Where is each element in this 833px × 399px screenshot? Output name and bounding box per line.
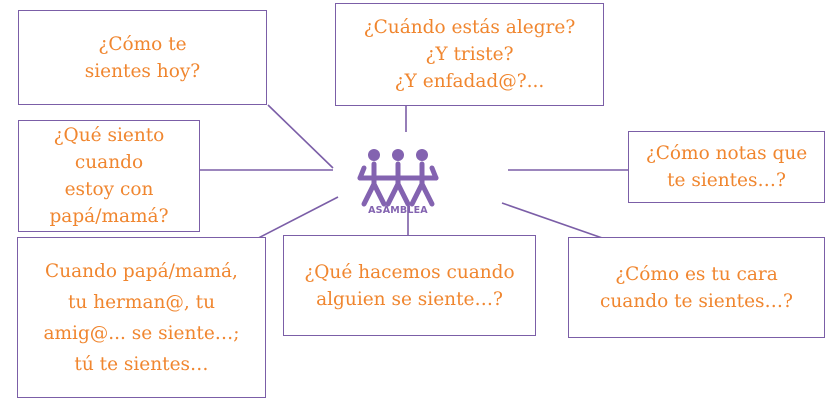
question-line: te sientes…? bbox=[667, 170, 786, 191]
question-box-how-do-you-feel: ¿Cómo te sientes hoy? bbox=[18, 10, 267, 105]
question-box-how-notice: ¿Cómo notas que te sientes…? bbox=[628, 131, 825, 203]
question-line: ¿Y triste? bbox=[425, 44, 514, 65]
question-box-when-happy: ¿Cuándo estás alegre? ¿Y triste? ¿Y enfa… bbox=[335, 3, 604, 106]
three-people-holding-hands-icon bbox=[357, 149, 439, 207]
question-box-with-parents: ¿Qué siento cuando estoy con papá/mamá? bbox=[18, 120, 200, 232]
connector-bottom-right bbox=[501, 202, 609, 241]
question-line: ¿Cuándo estás alegre? bbox=[363, 17, 576, 38]
question-line: ¿Qué siento bbox=[53, 125, 165, 146]
question-line: Cuando papá/mamá, bbox=[45, 260, 238, 282]
question-line: tú te sientes… bbox=[74, 353, 209, 375]
question-line: ¿Y enfadad@?... bbox=[394, 71, 545, 92]
question-line: cuando te sientes…? bbox=[600, 290, 793, 312]
question-line: cuando bbox=[74, 152, 144, 173]
question-line: ¿Cómo notas que bbox=[645, 143, 808, 164]
logo-caption: ASAMBLEA bbox=[368, 205, 428, 216]
question-line: ¿Cómo te bbox=[98, 33, 187, 55]
question-line: estoy con bbox=[64, 179, 154, 200]
question-line: ¿Cómo es tu cara bbox=[615, 263, 778, 285]
question-line: tu herman@, tu bbox=[67, 291, 216, 313]
question-line: ¿Qué hacemos cuando bbox=[304, 261, 515, 283]
question-line: alguien se siente…? bbox=[316, 288, 503, 310]
question-line: sientes hoy? bbox=[84, 60, 201, 82]
question-box-when-others-feel: Cuando papá/mamá, tu herman@, tu amig@..… bbox=[17, 237, 266, 398]
question-line: papá/mamá? bbox=[49, 206, 169, 227]
question-line: amig@... se siente…; bbox=[43, 322, 240, 344]
connector-top-left bbox=[267, 104, 334, 169]
question-box-what-do-we-do: ¿Qué hacemos cuando alguien se siente…? bbox=[283, 235, 536, 336]
question-box-your-face: ¿Cómo es tu cara cuando te sientes…? bbox=[568, 237, 825, 338]
